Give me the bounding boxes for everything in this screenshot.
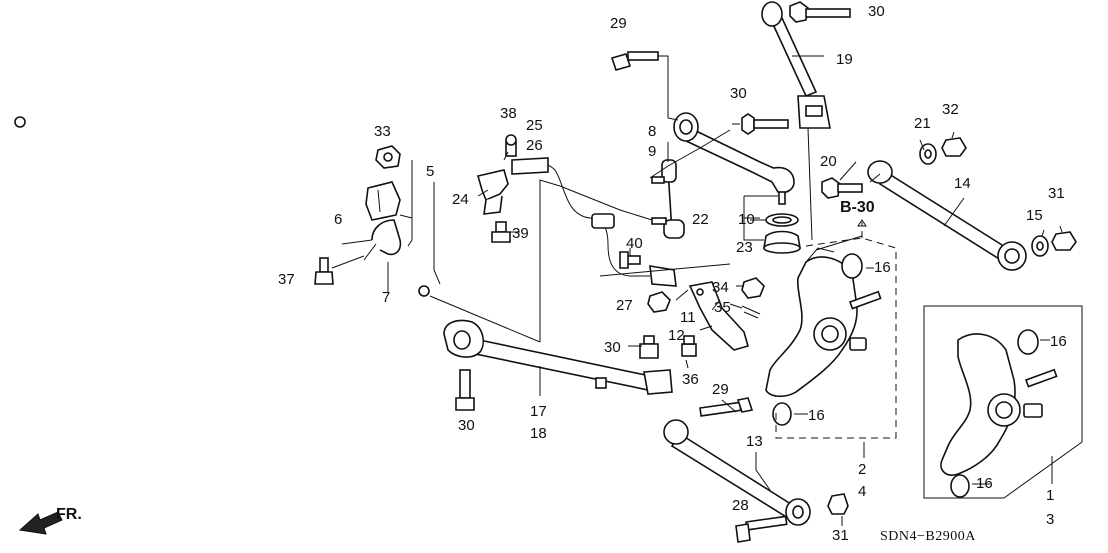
part-label-27: 27 (616, 297, 633, 314)
part-label-30-upper-arm: 30 (730, 85, 747, 102)
part-label-6: 6 (334, 211, 342, 228)
bushing-16-right-bottom (950, 474, 970, 498)
part-label-15: 15 (1026, 207, 1043, 224)
part-label-30-top: 30 (868, 3, 885, 20)
part-label-31-lower: 31 (832, 527, 849, 544)
stabilizer-bracket (363, 219, 402, 261)
knuckle-bolt (848, 290, 882, 310)
part-label-16-right-bottom: 16 (976, 475, 993, 492)
part-label-17: 17 (530, 403, 547, 420)
part-label-26: 26 (526, 137, 543, 154)
part-label-30-mid: 30 (604, 339, 621, 356)
part-label-4: 4 (858, 483, 866, 500)
part-label-11: 11 (680, 309, 696, 326)
reference-label: B-30 (840, 199, 875, 216)
part-label-29-lower: 29 (712, 381, 729, 398)
nut-31-lower (827, 493, 849, 515)
washer-15 (1031, 235, 1049, 257)
part-label-34: 34 (712, 279, 729, 296)
leader-lines (331, 55, 1063, 526)
control-arm-19 (761, 1, 831, 129)
clip-35 (741, 305, 761, 319)
bushing-16-center-top (841, 253, 863, 279)
bolt-30-lower (455, 369, 475, 411)
front-direction-arrow: FR. (18, 506, 82, 535)
bolt-30-upper-arm (741, 113, 789, 135)
knuckle-left (765, 247, 867, 398)
bolt-37 (314, 257, 334, 285)
knuckle-bracket-outline (775, 219, 897, 439)
part-label-21: 21 (914, 115, 931, 132)
bushing-16-right-top (1017, 329, 1039, 355)
bolt-36 (681, 335, 697, 357)
stabilizer-bushing (365, 181, 401, 221)
part-label-5: 5 (426, 163, 434, 180)
bolt-30-mid (639, 335, 659, 359)
part-label-33: 33 (374, 123, 391, 140)
part-label-23: 23 (736, 239, 753, 256)
lower-arm (443, 319, 673, 395)
bolt-38 (505, 134, 517, 157)
part-label-36: 36 (682, 371, 699, 388)
part-label-12: 12 (668, 327, 685, 344)
bolt-29-lower (699, 397, 754, 417)
nut-32 (941, 137, 967, 157)
part-label-40: 40 (626, 235, 643, 252)
bolt-30-top (789, 1, 851, 23)
stabilizer-bar (14, 90, 469, 297)
part-label-10: 10 (738, 211, 755, 228)
sensor-bracket (688, 281, 749, 351)
stabilizer-link (651, 159, 685, 239)
arm-13 (663, 419, 811, 526)
part-label-25: 25 (526, 117, 543, 134)
part-label-29-top: 29 (610, 15, 627, 32)
part-label-35: 35 (714, 299, 731, 316)
knuckle-right (940, 333, 1058, 476)
part-label-16-center-top: 16 (874, 259, 891, 276)
part-label-24: 24 (452, 191, 469, 208)
part-label-2: 2 (858, 461, 866, 478)
part-label-18: 18 (530, 425, 547, 442)
harness-bracket (476, 169, 509, 215)
part-label-13: 13 (746, 433, 763, 450)
part-label-20: 20 (820, 153, 837, 170)
part-label-14: 14 (954, 175, 971, 192)
part-label-16-right-top: 16 (1050, 333, 1067, 350)
part-label-38: 38 (500, 105, 517, 122)
part-label-3: 3 (1046, 511, 1054, 528)
part-label-32: 32 (942, 101, 959, 118)
part-label-39: 39 (512, 225, 529, 242)
arm-14 (867, 160, 1027, 271)
part-label-30-lower: 30 (458, 417, 475, 434)
part-label-9: 9 (648, 143, 656, 160)
diagram-code: SDN4−B2900A (880, 529, 976, 544)
nut-33 (375, 145, 401, 169)
part-label-28: 28 (732, 497, 749, 514)
part-label-22: 22 (692, 211, 709, 228)
part-label-8: 8 (648, 123, 656, 140)
bolt-39 (491, 221, 511, 243)
nut-27 (647, 291, 671, 313)
bushing-16-center-bottom (772, 402, 792, 426)
nut-31-right (1051, 231, 1077, 251)
bolt-28 (735, 515, 788, 543)
direction-label: FR. (56, 506, 82, 523)
bolt-29-top (610, 51, 659, 71)
bolt-40 (619, 251, 641, 269)
knuckle-right-box (923, 305, 1083, 499)
upper-arm (673, 112, 795, 205)
dust-seal-set (763, 213, 801, 254)
part-label-37: 37 (278, 271, 295, 288)
part-label-1: 1 (1046, 487, 1054, 504)
part-label-19: 19 (836, 51, 853, 68)
bolt-34 (741, 277, 765, 299)
bolt-20 (821, 177, 863, 199)
part-label-7: 7 (382, 289, 390, 306)
part-label-31-right: 31 (1048, 185, 1065, 202)
part-label-16-center-bottom: 16 (808, 407, 825, 424)
part-number-labels: 29 30 19 30 38 25 26 33 8 9 21 32 5 20 1… (278, 3, 1067, 544)
